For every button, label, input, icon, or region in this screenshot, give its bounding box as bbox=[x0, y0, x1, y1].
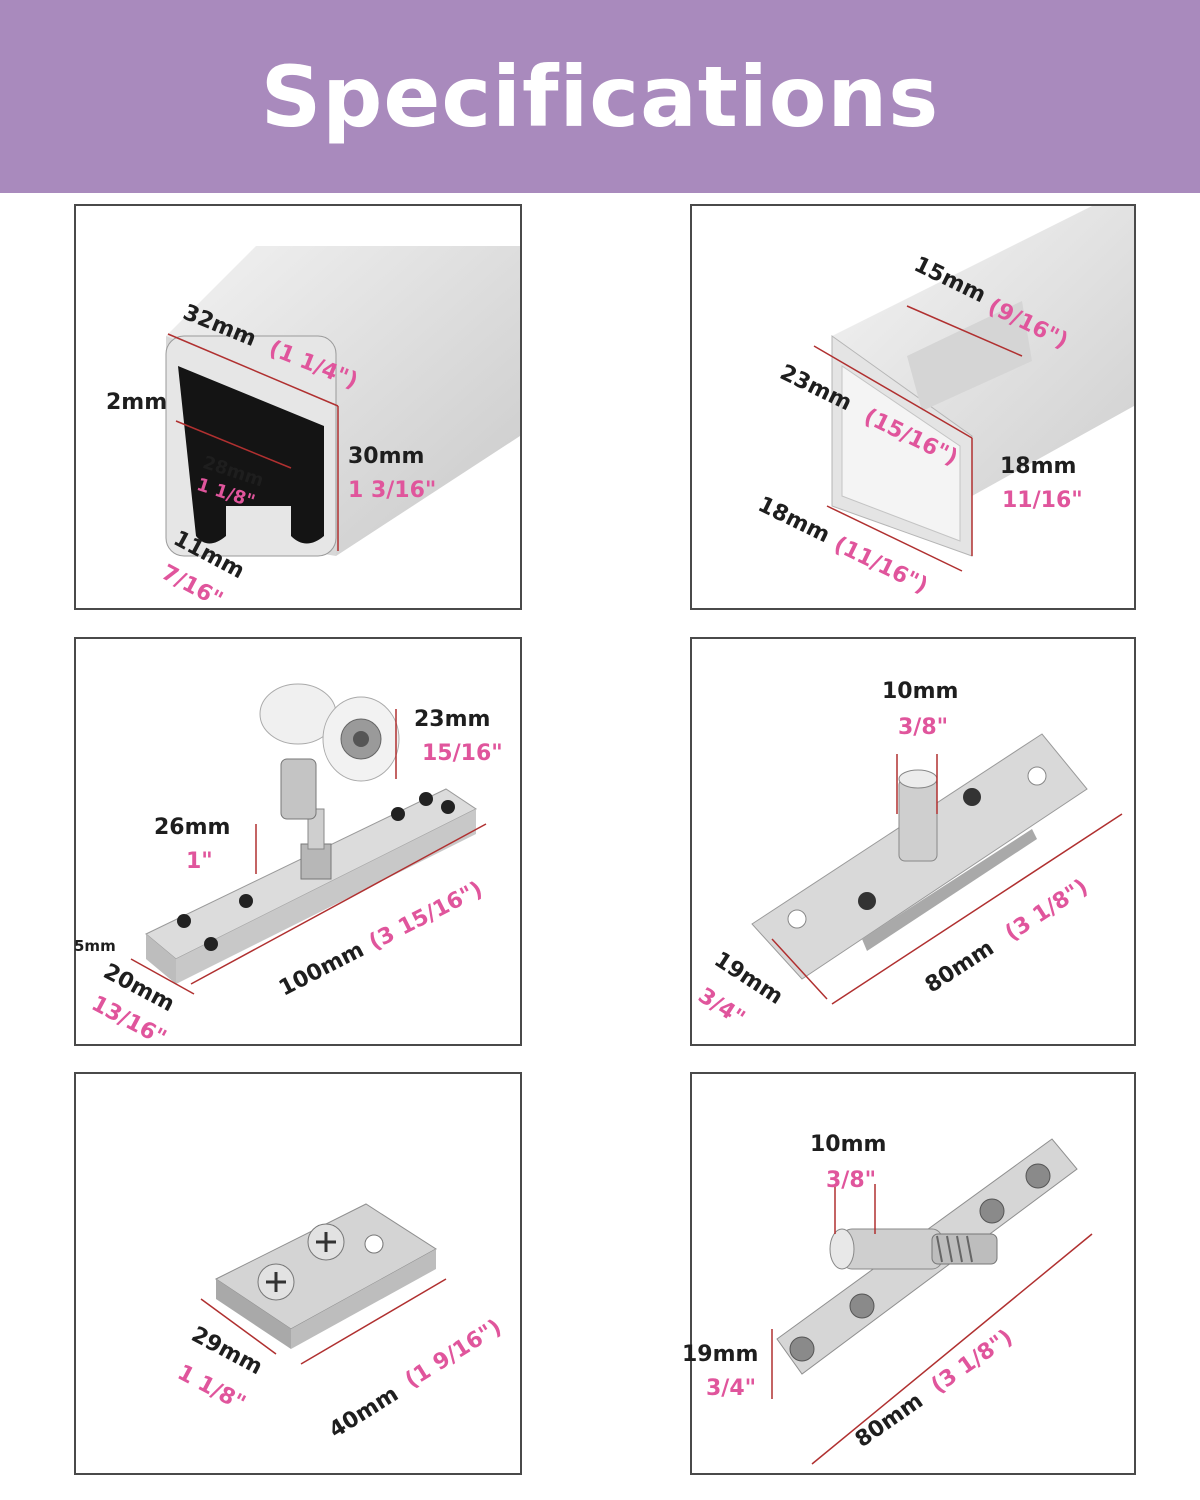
roller-plate-illustration bbox=[130, 683, 487, 995]
height-in-label: 1" bbox=[186, 849, 213, 874]
panel-guide-clip: 29mm 1 1/8" 40mm (1 9/16") bbox=[74, 1072, 522, 1475]
header-banner: Specifications bbox=[0, 0, 1200, 193]
pin-in-label: 3/8" bbox=[826, 1168, 877, 1193]
width-in-label: 3/4" bbox=[706, 1376, 757, 1401]
height-mm-label: 30mm bbox=[348, 444, 425, 469]
pin-in-label: 3/8" bbox=[898, 715, 949, 740]
pin-mm-label: 10mm bbox=[810, 1132, 887, 1157]
panel-roller-plate: 23mm 15/16" 26mm 1" 5mm 20mm 13/16" 100m… bbox=[74, 637, 522, 1051]
inner-rail-illustration bbox=[813, 206, 1134, 572]
height-mm-label: 18mm bbox=[1000, 454, 1077, 479]
wheel-mm-label: 23mm bbox=[414, 707, 491, 732]
spring-pivot-illustration bbox=[771, 1138, 1093, 1465]
thick-mm-label: 5mm bbox=[74, 937, 116, 955]
top-pivot-illustration bbox=[751, 733, 1123, 1005]
wheel-in-label: 15/16" bbox=[422, 741, 503, 766]
wall-mm-label: 2mm bbox=[106, 390, 168, 415]
outer-track-illustration bbox=[165, 246, 520, 557]
height-mm-label: 26mm bbox=[154, 815, 231, 840]
page-title: Specifications bbox=[260, 47, 940, 146]
panel-inner-rail: 15mm (9/16") 23mm (15/16") 18mm 11/16" 1… bbox=[690, 204, 1136, 610]
panel-spring-pivot: 10mm 3/8" 19mm 3/4" 80mm (3 1/8") bbox=[682, 1072, 1136, 1475]
guide-clip-illustration bbox=[200, 1203, 447, 1365]
panel-outer-track: 32mm (1 1/4") 2mm 28mm 1 1/8" 30mm 1 3/1… bbox=[74, 204, 522, 613]
width-mm-label: 19mm bbox=[682, 1342, 759, 1367]
pin-mm-label: 10mm bbox=[882, 679, 959, 704]
height-in-label: 1 3/16" bbox=[348, 478, 437, 503]
panel-top-pivot: 10mm 3/8" 19mm 3/4" 80mm (3 1/8") bbox=[690, 637, 1136, 1046]
height-in-label: 11/16" bbox=[1002, 488, 1083, 513]
